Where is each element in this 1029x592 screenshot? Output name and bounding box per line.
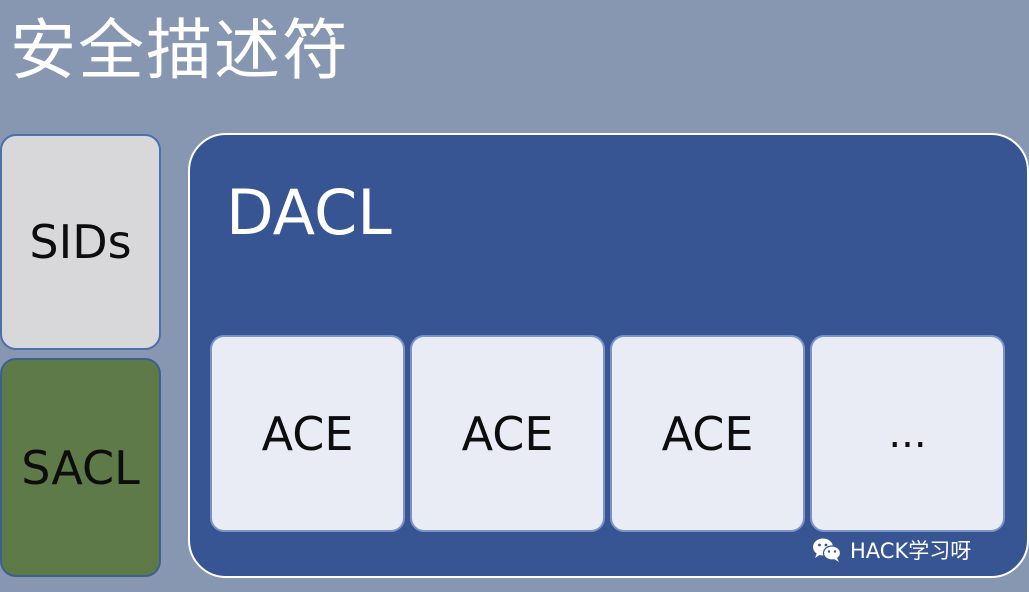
ace-box: ACE — [410, 335, 605, 532]
ace-label: ACE — [461, 406, 554, 461]
ace-box: ACE — [210, 335, 405, 532]
ace-box: ACE — [610, 335, 805, 532]
ace-label: ACE — [261, 406, 354, 461]
diagram-title: 安全描述符 — [10, 12, 350, 89]
dacl-container: DACL ACE ACE ACE ... HACK学习呀 — [188, 133, 1029, 578]
sids-box: SIDs — [0, 134, 161, 350]
watermark: HACK学习呀 — [812, 535, 971, 565]
watermark-text: HACK学习呀 — [850, 539, 972, 563]
ellipsis-label: ... — [888, 410, 927, 457]
ace-ellipsis-box: ... — [810, 335, 1005, 532]
wechat-icon — [812, 537, 842, 563]
ace-label: ACE — [661, 406, 754, 461]
sids-label: SIDs — [29, 215, 132, 269]
sacl-label: SACL — [21, 440, 140, 495]
dacl-label: DACL — [226, 176, 392, 249]
sacl-box: SACL — [0, 358, 161, 577]
